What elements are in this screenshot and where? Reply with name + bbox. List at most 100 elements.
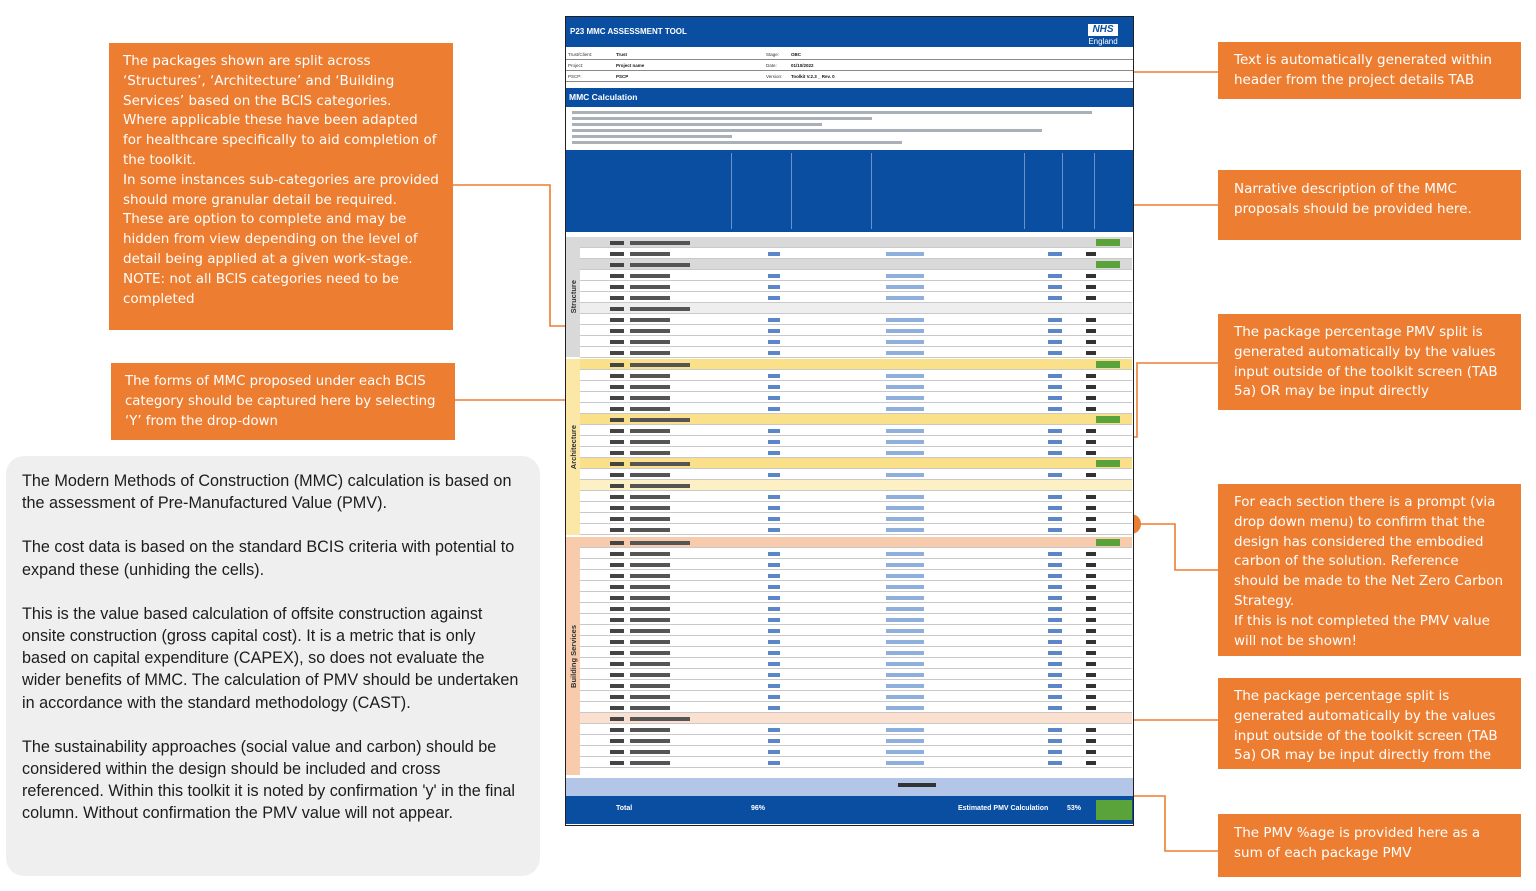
cell-row-code <box>610 363 624 367</box>
cell-row-v2 <box>1086 396 1096 400</box>
cell-row-pct <box>768 506 780 510</box>
cell-row-name <box>630 618 670 622</box>
cell-row-pct <box>768 651 780 655</box>
nhs-logo-region: England <box>1088 37 1118 46</box>
cell-row-name <box>630 473 670 477</box>
cell-row-v2 <box>1086 318 1096 322</box>
cell-row-v2 <box>1086 473 1096 477</box>
cell-row-pct <box>768 495 780 499</box>
cell-row-code <box>610 506 624 510</box>
callout-line: Services’ based on the BCIS categories. <box>123 92 392 109</box>
section-label-text: Structure <box>569 280 578 314</box>
cell-row-pct <box>768 552 780 556</box>
cell-row-code <box>610 640 624 644</box>
cell-row-v1 <box>1048 750 1062 754</box>
cell-row-v1 <box>1048 651 1062 655</box>
details-label: Stage: <box>766 52 780 57</box>
section-header-row <box>580 713 1132 724</box>
cell-row-v2 <box>1086 563 1096 567</box>
element-row <box>580 592 1132 603</box>
cell-row-name <box>630 506 670 510</box>
callout-line: input outside of the toolkit screen (TAB <box>1234 727 1498 744</box>
column-header <box>566 153 732 229</box>
callout-line: sum of each package PMV <box>1234 844 1412 861</box>
cell-row-code <box>610 462 624 466</box>
cell-row-v1 <box>1048 728 1062 732</box>
cell-row-code <box>610 585 624 589</box>
column-header <box>732 153 792 229</box>
cell-row-name <box>630 484 690 488</box>
cell-row-v1 <box>1048 673 1062 677</box>
cell-row-name <box>630 728 670 732</box>
callout-line: drop down menu) to confirm that the <box>1234 513 1485 530</box>
cell-row-name <box>630 285 670 289</box>
cell-row-pct <box>768 640 780 644</box>
cell-row-desc <box>886 695 924 699</box>
details-value: OBC <box>791 52 801 57</box>
cell-row-desc <box>886 318 924 322</box>
cell-row-desc <box>886 629 924 633</box>
section-header-row <box>580 480 1132 491</box>
cell-row-v1 <box>1048 761 1062 765</box>
callout-line: In some instances sub-categories are pro… <box>123 171 439 188</box>
cell-row-v1 <box>1048 629 1062 633</box>
details-row: PSCP: PSCP Version: Toolkit V.2.3 _ Rev.… <box>566 71 1133 82</box>
element-row <box>580 735 1132 746</box>
cell-row-name <box>630 750 670 754</box>
cell-row-name <box>630 462 690 466</box>
cell-row-code <box>610 728 624 732</box>
cell-row-v2 <box>1086 274 1096 278</box>
cell-row-name <box>630 607 670 611</box>
cell-row-code <box>610 407 624 411</box>
cell-row-pct <box>768 407 780 411</box>
cell-row-name <box>630 451 670 455</box>
cell-row-pct <box>768 662 780 666</box>
callout-packages: The packages shown are split across‘Stru… <box>109 43 453 330</box>
cell-row-name <box>630 585 670 589</box>
calc-band: MMC Calculation <box>566 88 1133 107</box>
cell-row-v1 <box>1048 495 1062 499</box>
element-row <box>580 570 1132 581</box>
cell-row-v2 <box>1086 440 1096 444</box>
cell-row-pct <box>768 596 780 600</box>
cell-row-v2 <box>1086 495 1096 499</box>
cell-row-name <box>630 263 690 267</box>
cell-row-v1 <box>1048 684 1062 688</box>
cell-row-v1 <box>1048 473 1062 477</box>
details-label: Version: <box>766 74 783 79</box>
element-row <box>580 447 1132 458</box>
cell-row-pct <box>768 318 780 322</box>
cell-row-pct <box>768 528 780 532</box>
cell-row-v1 <box>1048 407 1062 411</box>
cell-row-desc <box>886 750 924 754</box>
cell-row-desc <box>886 495 924 499</box>
cell-row-code <box>610 596 624 600</box>
cell-row-name <box>630 241 690 245</box>
cell-row-code <box>610 651 624 655</box>
external-works-row <box>566 778 1133 796</box>
element-row <box>580 491 1132 502</box>
cell-row-v2 <box>1086 585 1096 589</box>
element-row <box>580 325 1132 336</box>
cell-row-desc <box>886 684 924 688</box>
cell-row-pct <box>768 574 780 578</box>
element-row <box>580 248 1132 259</box>
element-row <box>580 370 1132 381</box>
cell-row-pct <box>768 673 780 677</box>
cell-row-name <box>630 418 690 422</box>
element-row <box>580 636 1132 647</box>
details-value: Trust <box>616 52 628 57</box>
callout-line: generated automatically by the values <box>1234 707 1496 724</box>
cell-row-desc <box>886 329 924 333</box>
element-row <box>580 381 1132 392</box>
cell-row-name <box>630 596 670 600</box>
carbon-confirm-cell <box>1096 416 1120 423</box>
cell-row-code <box>610 340 624 344</box>
element-row <box>580 680 1132 691</box>
cell-row-pct <box>768 329 780 333</box>
callout-line: Strategy. <box>1234 592 1295 609</box>
cell-row-code <box>610 495 624 499</box>
cell-row-code <box>610 396 624 400</box>
